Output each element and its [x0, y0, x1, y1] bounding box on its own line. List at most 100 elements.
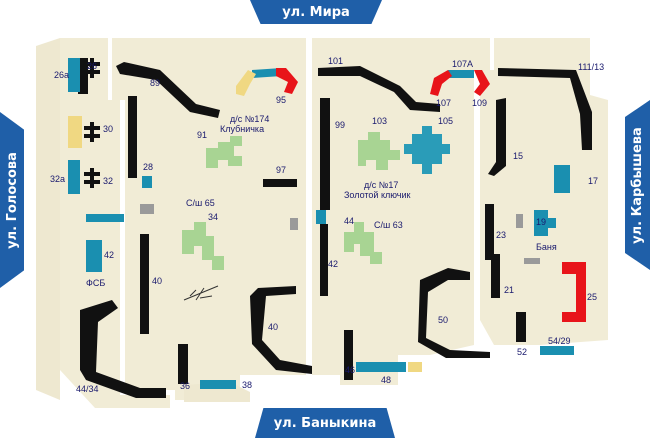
- label-44: 44: [344, 216, 354, 226]
- label-109: 109: [472, 98, 487, 108]
- street-label-mira: ул. Мира: [282, 4, 350, 20]
- building-42-fsb: [86, 240, 102, 272]
- building-30-tan: [68, 116, 82, 148]
- building-19: [534, 210, 556, 236]
- label-103: 103: [372, 116, 387, 126]
- building-107a-blue: [448, 70, 474, 78]
- label-26: 26: [87, 61, 97, 71]
- label-99: 99: [335, 120, 345, 130]
- building-26a: [68, 58, 80, 92]
- airplane-icon: [183, 285, 219, 301]
- label-sh65: С/ш 65: [186, 198, 215, 208]
- building-26-left: [78, 58, 88, 94]
- label-107: 107: [436, 98, 451, 108]
- label-30: 30: [103, 124, 113, 134]
- label-50: 50: [438, 315, 448, 325]
- label-ds17-a: д/с №17: [364, 180, 398, 190]
- building-46: [344, 330, 353, 380]
- label-40-central: 40: [268, 322, 278, 332]
- label-25: 25: [587, 292, 597, 302]
- kindergarten-17-building: [404, 126, 450, 174]
- label-23: 23: [496, 230, 506, 240]
- school-63-building: [344, 222, 382, 264]
- label-banya: Баня: [536, 242, 557, 252]
- residential-buildings: [78, 58, 592, 398]
- building-97: [263, 179, 297, 187]
- label-ds17-b: Золотой ключик: [344, 190, 411, 200]
- building-111-13: [498, 68, 592, 150]
- building-labels: 26 26а 30 32а 32 28 42 ФСБ 40 44/34 36 3…: [50, 56, 604, 394]
- service-buildings: [68, 58, 574, 389]
- building-103: [358, 132, 400, 170]
- label-54-29: 54/29: [548, 336, 571, 346]
- label-40-west: 40: [152, 276, 162, 286]
- street-sign-golosova: ул. Голосова: [0, 112, 24, 288]
- highlight-buildings: [68, 68, 586, 372]
- street-label-golosova: ул. Голосова: [4, 151, 20, 249]
- building-40-west: [140, 234, 149, 334]
- building-15: [488, 98, 506, 176]
- label-ds174-b: Клубничка: [220, 124, 264, 134]
- label-36: 36: [180, 381, 190, 391]
- label-15: 15: [513, 151, 523, 161]
- label-105: 105: [438, 116, 453, 126]
- street-sign-banykina: ул. Баныкина: [255, 408, 395, 438]
- building-48-tan: [408, 362, 422, 372]
- label-19: 19: [536, 217, 546, 227]
- building-44-34: [80, 300, 166, 398]
- utility-buildings: [140, 204, 540, 264]
- street-sign-karbysheva: ул. Карбышева: [625, 100, 650, 270]
- label-sh63: С/ш 63: [374, 220, 403, 230]
- street-sign-mira: ул. Мира: [250, 0, 382, 24]
- kindergarten-174-building: [206, 136, 242, 168]
- building-36: [178, 344, 188, 384]
- label-48: 48: [381, 375, 391, 385]
- building-52: [516, 312, 526, 342]
- building-89: [116, 62, 220, 118]
- label-89: 89: [150, 78, 160, 88]
- school-65-building: [182, 222, 224, 270]
- building-25-red: [562, 262, 586, 322]
- label-21: 21: [504, 285, 514, 295]
- street-label-karbysheva: ул. Карбышева: [630, 126, 645, 244]
- building-32a: [68, 160, 80, 194]
- building-17-fill: [554, 165, 570, 193]
- building-48: [356, 362, 406, 372]
- label-97: 97: [276, 165, 286, 175]
- building-fsb-strip: [86, 214, 124, 222]
- label-26a: 26а: [54, 70, 69, 80]
- label-ds174-a: д/с №174: [230, 114, 269, 124]
- building-42-central: [320, 224, 328, 296]
- building-95-blue: [252, 68, 282, 78]
- building-107-red: [430, 70, 452, 96]
- label-101: 101: [328, 56, 343, 66]
- label-fsb: ФСБ: [86, 278, 105, 288]
- building-101: [318, 66, 440, 112]
- label-42: 42: [104, 250, 114, 260]
- building-91-tan: [236, 70, 256, 96]
- building-95-red: [276, 68, 298, 94]
- label-91: 91: [197, 130, 207, 140]
- label-32a: 32а: [50, 174, 65, 184]
- label-32: 32: [103, 176, 113, 186]
- building-38: [200, 380, 236, 389]
- building-40-central: [250, 286, 312, 374]
- label-111-13: 111/13: [578, 62, 604, 72]
- label-42-central: 42: [328, 259, 338, 269]
- building-wall-left: [128, 96, 137, 178]
- label-52: 52: [517, 347, 527, 357]
- label-107a: 107А: [452, 59, 473, 69]
- cross-markers: [84, 58, 100, 188]
- label-46: 46: [345, 365, 355, 375]
- label-17: 17: [588, 176, 598, 186]
- label-95: 95: [276, 95, 286, 105]
- building-21: [491, 254, 500, 298]
- building-23: [485, 204, 494, 260]
- label-34: 34: [208, 212, 218, 222]
- building-28: [142, 176, 152, 188]
- label-38: 38: [242, 380, 252, 390]
- label-28: 28: [143, 162, 153, 172]
- building-109-red: [474, 70, 490, 96]
- street-label-banykina: ул. Баныкина: [273, 415, 377, 431]
